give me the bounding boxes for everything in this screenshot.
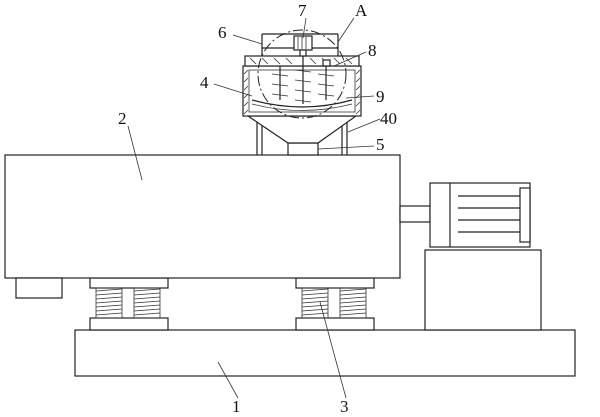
label-6: 6 <box>218 23 227 42</box>
motor-shaft <box>399 205 431 223</box>
label-5: 5 <box>376 135 385 154</box>
left-foot-block <box>15 277 63 299</box>
label-1: 1 <box>232 397 241 416</box>
label-4: 4 <box>200 73 209 92</box>
label-40: 40 <box>380 109 397 128</box>
base-plate <box>74 329 576 377</box>
leader-lines <box>127 17 381 399</box>
left-spring-group <box>89 277 169 331</box>
label-2: 2 <box>118 109 127 128</box>
detail-circle-a <box>257 29 347 119</box>
label-9: 9 <box>376 87 385 106</box>
stirring-shafts <box>271 56 335 104</box>
motor-support <box>424 249 542 331</box>
stirring-motor <box>293 35 313 57</box>
tank-lid <box>244 55 360 67</box>
label-3: 3 <box>340 397 349 416</box>
main-body <box>4 154 401 279</box>
hopper-funnel <box>246 115 358 144</box>
feed-pipe <box>287 142 319 156</box>
label-a: A <box>355 1 368 20</box>
label-7: 7 <box>298 1 307 20</box>
right-spring-group <box>295 277 375 331</box>
label-8: 8 <box>368 41 377 60</box>
mixing-tank <box>242 65 362 117</box>
motor <box>429 182 531 248</box>
